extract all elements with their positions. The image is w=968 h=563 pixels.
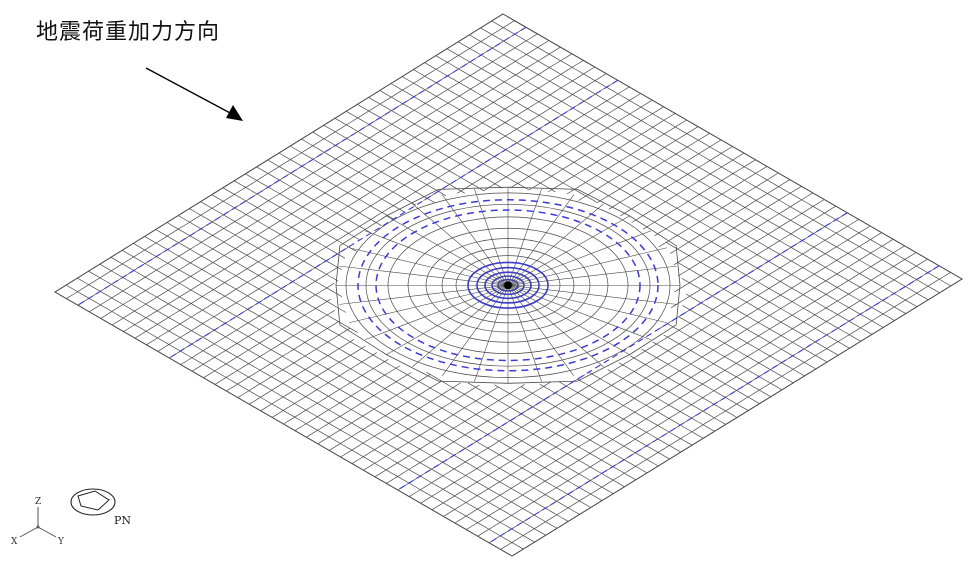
mesh-line [211,194,670,460]
axis-z-label: Z [35,497,41,507]
radial-line [441,287,507,377]
hole-center [504,281,512,290]
radial-line [511,286,652,340]
mesh-line [260,133,710,412]
mesh-line [351,186,802,464]
mesh-line [99,263,558,529]
mesh-line [133,242,591,508]
mesh-line [267,159,726,425]
mesh-line [278,152,738,418]
mesh-line [66,284,524,550]
radial-line [511,285,677,305]
radial-line [508,287,542,382]
load-line [488,265,940,544]
radial-line [386,286,506,355]
load-ring [357,199,659,372]
load-lines [77,26,940,544]
radial-line [364,286,505,340]
mesh-line [368,97,828,363]
radial-line [510,203,604,284]
radial-line [509,194,575,284]
mesh-line [420,225,871,504]
mesh-line [122,249,580,515]
mesh-line [374,199,825,478]
mesh-line [214,106,664,385]
mesh-line [454,245,905,524]
mesh-line [88,270,546,536]
mesh-line [189,208,648,474]
load-line [168,79,619,359]
radial-line [474,287,508,382]
radial-line [349,247,505,285]
mesh-line [306,159,756,438]
mesh-line [144,236,603,501]
mesh-line [386,205,836,484]
mesh-line [191,93,641,372]
plate-mesh [54,13,963,557]
load-line [77,26,527,306]
mesh-line [222,187,681,453]
radial-line [508,188,542,284]
mesh-line [256,166,715,432]
view-orientation-icon: PN [70,488,131,527]
mesh-line [110,256,569,522]
mesh-line [409,219,859,497]
mesh-line [283,146,733,425]
mesh-line [443,239,894,517]
mesh-line [500,272,951,550]
radial-line [364,230,505,285]
mesh-line [290,145,749,411]
radial-line [510,286,604,367]
mesh-line [203,99,653,379]
radial-line [339,265,505,286]
radial-line [509,287,575,377]
radial-line [511,247,667,285]
mesh-line [301,138,760,405]
mesh-line [340,179,791,458]
radial-hole-mesh [335,186,681,384]
mesh-line [357,104,816,370]
load-direction-label: 地震荷重加力方向 [36,20,221,45]
orientation-label: PN [114,514,131,527]
radial-line [511,285,667,324]
axis-x-label: X [11,537,18,547]
plate-border [54,13,963,557]
mesh-line [271,139,722,418]
mesh-line [166,222,625,488]
axis-triad-icon: Z X Y [11,497,65,547]
mesh-line [155,229,614,495]
mesh-line [312,131,771,398]
axis-y-label: Y [57,537,65,547]
mesh-line [77,277,535,543]
radial-line [339,285,505,305]
mesh-line [477,258,928,537]
mesh-line [294,152,745,431]
radial-line [386,215,506,284]
radial-line [510,286,630,355]
load-line [397,212,848,491]
mesh-line [466,252,917,530]
mesh-line [431,232,882,511]
load-ring [375,209,641,362]
radial-line [441,194,507,284]
arrow-icon [145,67,243,121]
radial-line [349,285,505,324]
radial-line [412,203,506,284]
radial-line [510,215,630,284]
radial-line [511,265,677,286]
mesh-line [178,215,636,481]
radial-line [474,188,508,284]
mesh-line [249,126,699,405]
radial-line [412,286,506,367]
radial-line [511,230,652,285]
